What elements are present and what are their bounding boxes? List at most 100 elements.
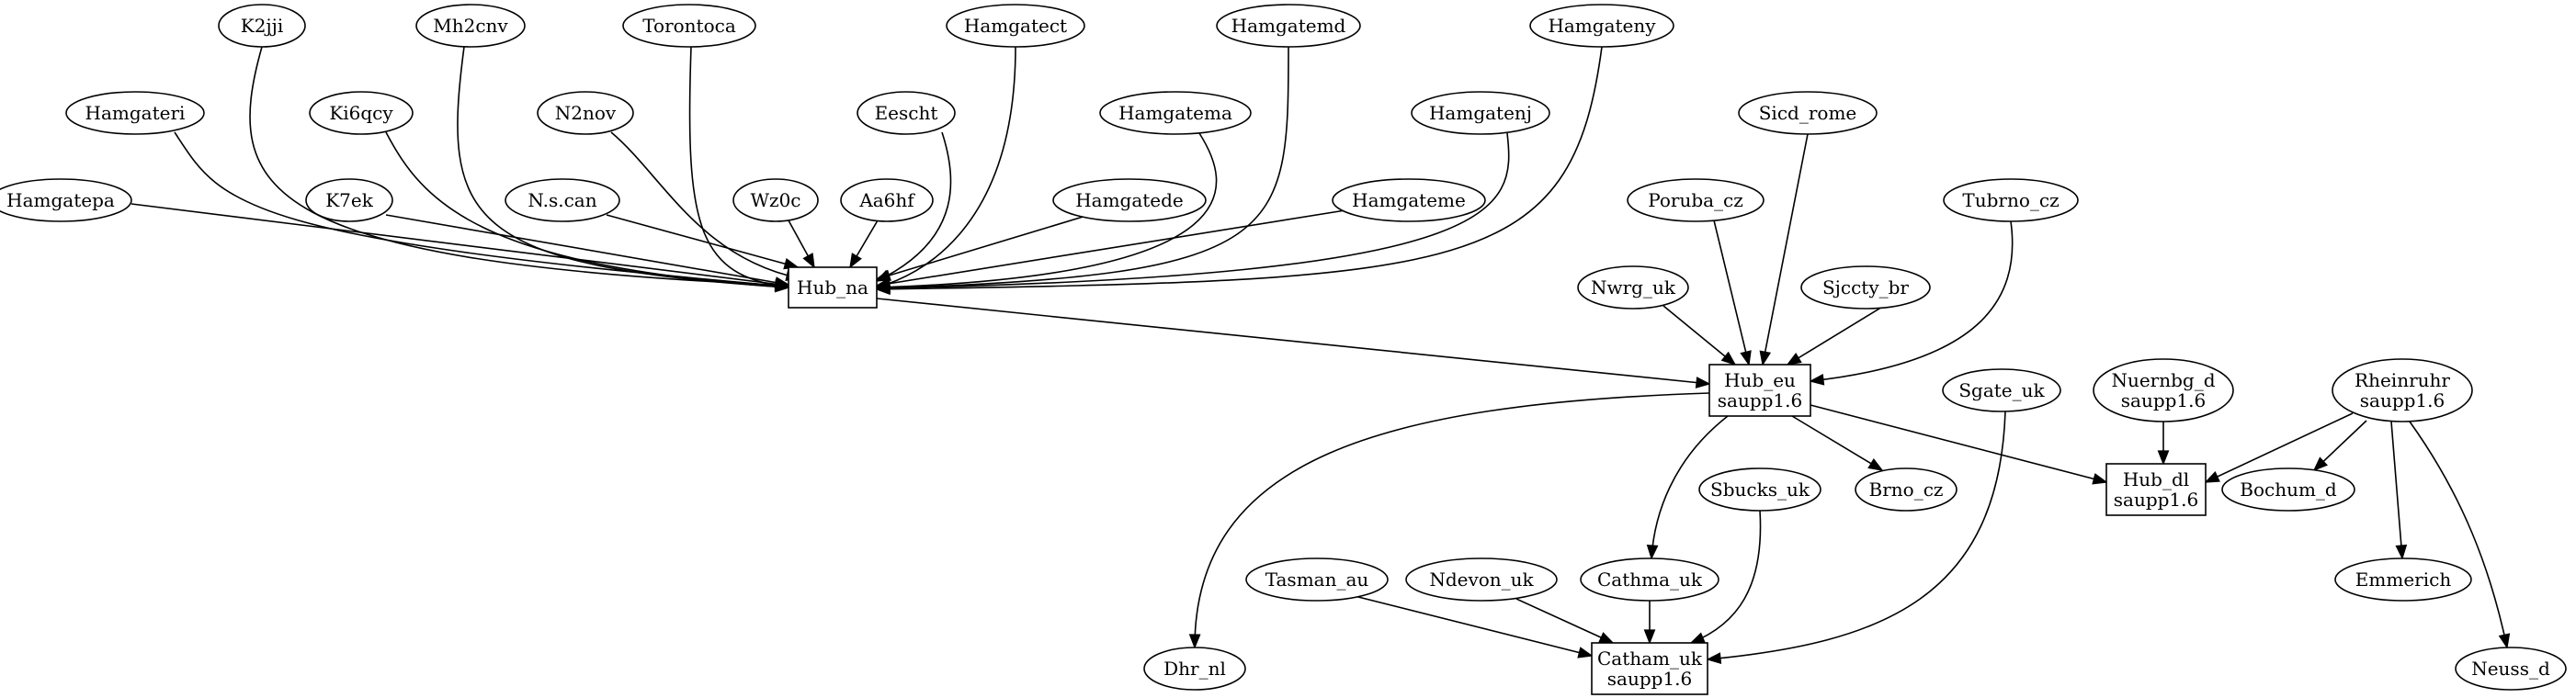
node-label: Hamgatemd bbox=[1231, 15, 1346, 37]
node-brno-cz: Brno_cz bbox=[1855, 467, 1958, 512]
node-hamgatede: Hamgatede bbox=[1052, 178, 1207, 222]
edge-nscan-to-hub_na bbox=[606, 214, 800, 270]
node-label: Ndevon_uk bbox=[1429, 569, 1534, 591]
node-label: Catham_uk bbox=[1597, 647, 1703, 670]
node-label: K7ek bbox=[325, 189, 374, 211]
edge-line bbox=[385, 131, 789, 288]
arrowhead bbox=[1867, 458, 1884, 471]
node-label: Eescht bbox=[875, 102, 938, 124]
node-ellipse bbox=[1627, 178, 1765, 222]
node-ellipse bbox=[1529, 4, 1674, 48]
node-label: Hamgatect bbox=[964, 15, 1067, 37]
arrowhead bbox=[1786, 352, 1802, 366]
arrowhead bbox=[2157, 450, 2170, 466]
arrowhead bbox=[875, 269, 891, 281]
edge-aa6hf-to-hub_na bbox=[849, 220, 879, 269]
node-label: Hub_na bbox=[797, 276, 868, 298]
arrowhead bbox=[774, 276, 790, 288]
edge-hamgatemd-to-hub_na bbox=[875, 46, 1289, 294]
node-label: Dhr_nl bbox=[1163, 658, 1226, 680]
node-hamgatect: Hamgatect bbox=[946, 4, 1085, 48]
edge-hub_eu-to-dhr_nl bbox=[1188, 392, 1710, 649]
node-ellipse bbox=[1245, 557, 1389, 602]
arrowhead bbox=[1646, 544, 1659, 560]
edge-sjccty_br-to-hub_eu bbox=[1786, 305, 1885, 366]
edge-line bbox=[1762, 133, 1809, 366]
node-label: Nuernbg_d bbox=[2111, 369, 2215, 391]
arrowhead bbox=[1188, 634, 1201, 649]
node-ellipse bbox=[305, 178, 393, 222]
arrowhead bbox=[802, 253, 815, 269]
edge-sgate_uk-to-catham_uk bbox=[1706, 411, 2006, 664]
node-hamgateny: Hamgateny bbox=[1529, 4, 1674, 48]
node-k2jji: K2jji bbox=[218, 4, 306, 48]
node-n2nov: N2nov bbox=[537, 91, 634, 135]
node-hamgatenj: Hamgatenj bbox=[1411, 91, 1550, 135]
edge-line bbox=[1350, 594, 1593, 657]
arrowhead bbox=[2498, 633, 2511, 649]
edge-hamgateny-to-hub_na bbox=[875, 46, 1603, 296]
arrowhead bbox=[1706, 652, 1722, 664]
node-label: K2jji bbox=[241, 15, 283, 37]
node-ellipse bbox=[1332, 178, 1486, 222]
node-label: Aa6hf bbox=[858, 189, 915, 211]
node-ellipse bbox=[1738, 91, 1878, 135]
node-ellipse bbox=[1099, 91, 1252, 135]
edge-line bbox=[688, 46, 789, 288]
arrowhead bbox=[1643, 629, 1656, 645]
node-box bbox=[1591, 642, 1708, 695]
edge-sicd_rome-to-hub_eu bbox=[1759, 133, 1809, 366]
edge-line bbox=[1810, 220, 2014, 382]
node-ellipse bbox=[537, 91, 634, 135]
edge-hamgatede-to-hub_na bbox=[875, 214, 1090, 281]
node-label: saupp1.6 bbox=[1607, 668, 1692, 690]
edge-line bbox=[1662, 305, 1736, 366]
arrowhead bbox=[1740, 350, 1752, 366]
node-label: saupp1.6 bbox=[1718, 389, 1802, 411]
arrowhead bbox=[849, 253, 862, 269]
edge-line bbox=[1515, 598, 1614, 644]
arrowhead bbox=[2395, 544, 2408, 560]
edge-line bbox=[876, 132, 1510, 289]
node-torontoca: Torontoca bbox=[622, 4, 756, 48]
node-label: Hamgateny bbox=[1548, 15, 1656, 37]
node-ellipse bbox=[2332, 358, 2473, 422]
node-ellipse bbox=[732, 178, 819, 222]
node-cathma-uk: Cathma_uk bbox=[1580, 557, 1719, 602]
node-ellipse bbox=[1411, 91, 1550, 135]
edge-hub_eu-to-hub_dl bbox=[1810, 404, 2108, 485]
node-ellipse bbox=[1942, 368, 2061, 412]
edge-hamgateri-to-hub_na bbox=[174, 131, 790, 292]
edge-tubrno_cz-to-hub_eu bbox=[1809, 220, 2014, 386]
node-label: Sgate_uk bbox=[1958, 379, 2045, 401]
node-bochum-d: Bochum_d bbox=[2221, 467, 2355, 512]
node-label: Cathma_uk bbox=[1597, 569, 1703, 591]
node-label: Mh2cnv bbox=[433, 15, 508, 37]
edge-line bbox=[876, 214, 1090, 280]
node-ellipse bbox=[1698, 467, 1821, 512]
node-label: Hub_eu bbox=[1724, 369, 1796, 391]
node-neuss-d: Neuss_d bbox=[2455, 647, 2567, 691]
node-dhr-nl: Dhr_nl bbox=[1143, 647, 1246, 691]
node-ki6qcy: Ki6qcy bbox=[309, 91, 414, 135]
edge-line bbox=[1791, 415, 1883, 471]
arrowhead bbox=[1809, 373, 1825, 386]
arrowhead bbox=[875, 277, 891, 289]
arrowhead bbox=[1695, 377, 1711, 388]
node-sjccty-br: Sjccty_br bbox=[1800, 265, 1931, 310]
node-k7ek: K7ek bbox=[305, 178, 393, 222]
node-wz0c: Wz0c bbox=[732, 178, 819, 222]
node-hamgatema: Hamgatema bbox=[1099, 91, 1252, 135]
node-emmerich: Emmerich bbox=[2334, 557, 2472, 602]
edge-k2jji-to-hub_na bbox=[249, 46, 790, 291]
node-box bbox=[788, 266, 878, 309]
node-tasman-au: Tasman_au bbox=[1245, 557, 1389, 602]
edge-line bbox=[385, 214, 789, 286]
edge-hub_na-to-hub_eu bbox=[876, 298, 1711, 388]
edge-nwrg_uk-to-hub_eu bbox=[1662, 305, 1737, 366]
node-sicd-rome: Sicd_rome bbox=[1738, 91, 1878, 135]
node-nscan: N.s.can bbox=[505, 178, 620, 222]
node-ellipse bbox=[1800, 265, 1931, 310]
